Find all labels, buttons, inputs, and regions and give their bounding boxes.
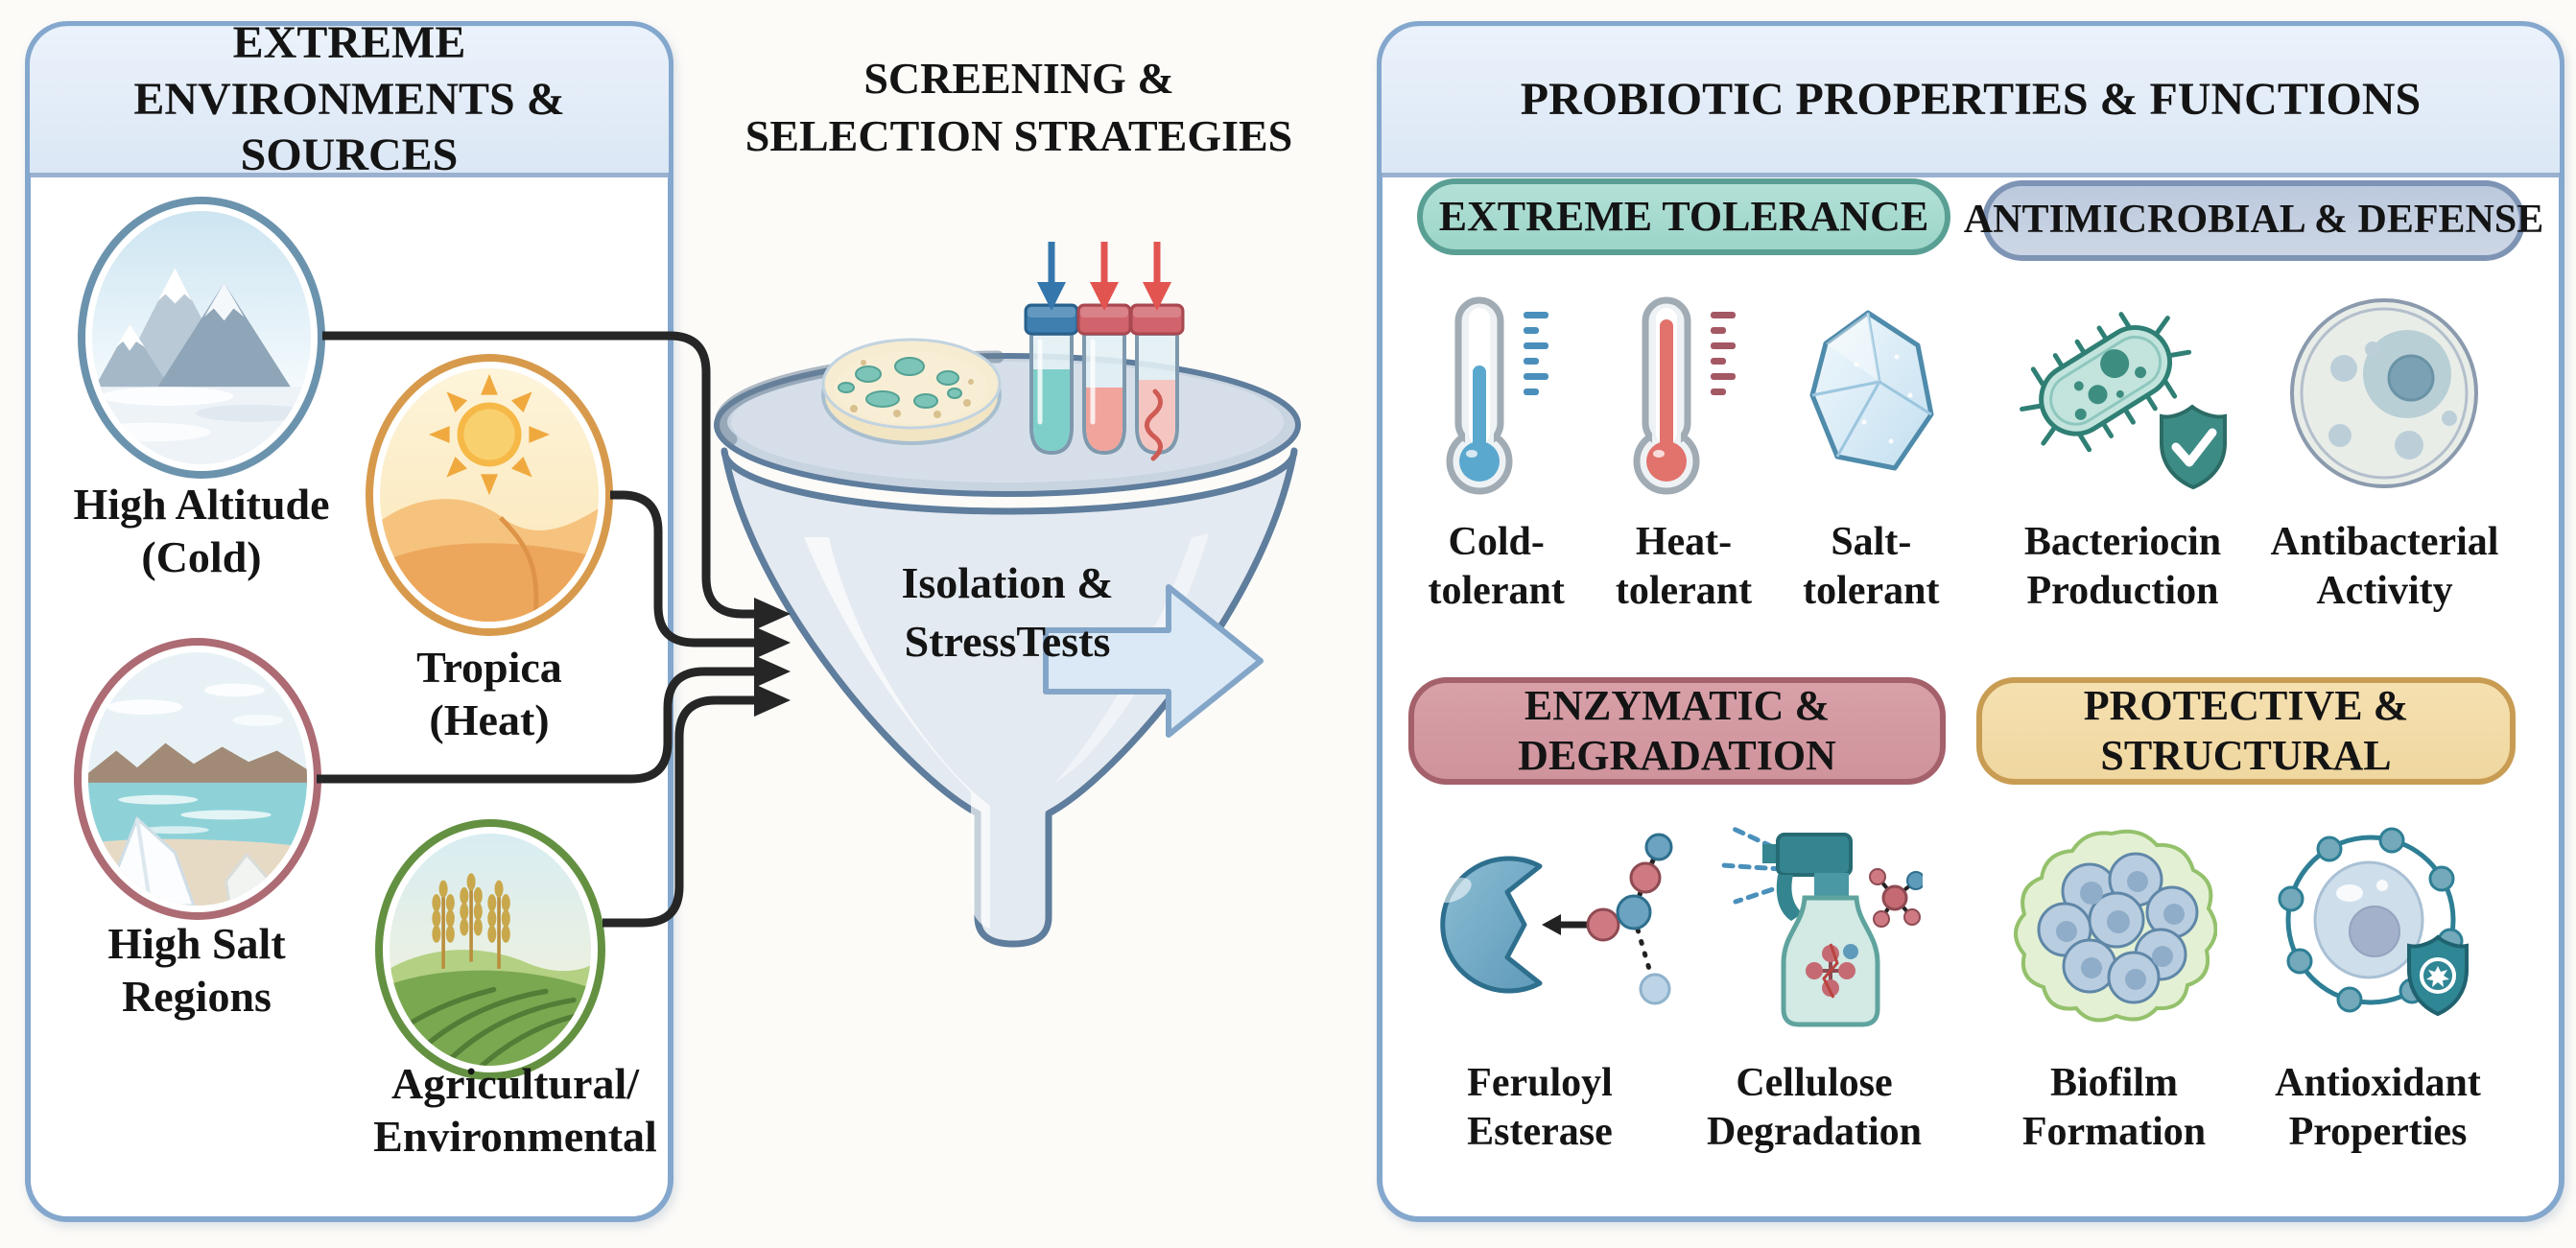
inhibition-zone-icon	[2290, 297, 2478, 488]
pill-extreme-tolerance: EXTREME TOLERANCE	[1417, 178, 1950, 255]
item-label: Salt-tolerant	[1803, 520, 1940, 614]
panel-extreme-environments: EXTREME ENVIRONMENTS & SOURCES	[25, 17, 674, 1222]
enzyme-substrate-icon	[1434, 833, 1672, 1004]
test-tubes-icon	[1024, 303, 1185, 461]
petri-dish-icon	[821, 338, 1002, 445]
spray-bottle-icon	[1719, 826, 1923, 1027]
antioxidant-cell-icon	[2278, 827, 2469, 1017]
extreme-tolerance-items: Cold-tolerant Heat-tolerant	[1403, 282, 1965, 616]
funnel-icon	[721, 447, 1298, 948]
funnel-label: Isolation & StressTests	[901, 558, 1114, 666]
sun-desert-icon	[380, 368, 599, 622]
label-high-altitude: High Altitude (Cold)	[73, 480, 330, 582]
source-circle-high-altitude	[78, 197, 325, 479]
pill-antimicrobial-defense: ANTIMICROBIAL & DEFENSE	[1964, 180, 2543, 261]
label-tropical: Tropica (Heat)	[416, 643, 562, 745]
label-agricultural: Agricultural/ Environmental	[373, 1059, 657, 1162]
table-icon	[714, 350, 1301, 497]
source-circle-agricultural	[375, 819, 605, 1080]
biofilm-cluster-icon	[2014, 829, 2217, 1023]
pill-protective-structural: PROTECTIVE & STRUCTURAL	[1976, 677, 2516, 785]
source-circle-tropical	[366, 354, 613, 636]
mountain-cold-icon	[92, 211, 311, 464]
cold-thermometer-icon	[1446, 296, 1548, 494]
left-panel-header: EXTREME ENVIRONMENTS & SOURCES	[30, 17, 669, 180]
source-circle-high-salt	[74, 638, 321, 920]
heat-thermometer-icon	[1633, 296, 1736, 494]
salt-crystal-icon	[1809, 310, 1934, 471]
stress-arrows-icon	[1037, 242, 1171, 311]
farm-field-icon	[390, 834, 591, 1066]
right-panel-title: PROBIOTIC PROPERTIES & FUNCTIONS	[1520, 73, 2422, 125]
middle-title: SCREENING & SELECTION STRATEGIES	[744, 54, 1293, 160]
connector-arrowheads	[754, 598, 791, 717]
item-label: Cold-tolerant	[1428, 520, 1565, 614]
label-high-salt: High Salt Regions	[107, 919, 286, 1022]
left-panel-title: EXTREME ENVIRONMENTS & SOURCES	[133, 17, 565, 181]
item-salt-tolerant: Salt-tolerant	[1778, 282, 1965, 616]
item-label: Heat-tolerant	[1615, 520, 1753, 614]
right-panel-header: PROBIOTIC PROPERTIES & FUNCTIONS	[1382, 26, 2560, 177]
item-cold-tolerant: Cold-tolerant	[1403, 282, 1590, 616]
item-heat-tolerant: Heat-tolerant	[1590, 282, 1777, 616]
pill-enzymatic-degradation: ENZYMATIC & DEGRADATION	[1408, 677, 1946, 785]
bacterium-shield-icon	[2019, 312, 2227, 490]
salt-lake-icon	[88, 652, 307, 906]
